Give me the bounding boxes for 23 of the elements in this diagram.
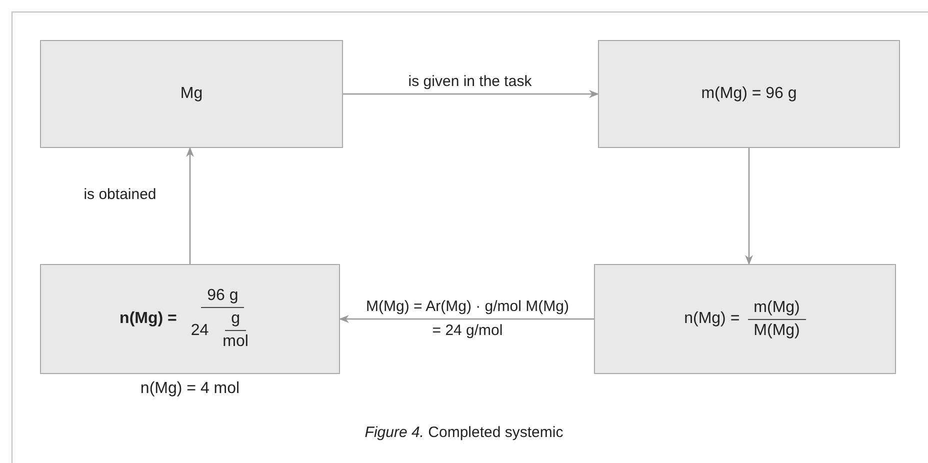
process-box xyxy=(40,264,340,374)
edge-label: M(Mg) = Ar(Mg) · g/mol M(Mg) = 24 g/mol xyxy=(365,297,570,341)
node-text: Mg xyxy=(180,85,203,103)
arrow xyxy=(343,90,599,98)
numerator-text: m(Mg) xyxy=(754,298,800,316)
denominator-text: 24 xyxy=(190,322,209,340)
denominator-text: mol xyxy=(222,333,248,351)
formula-text: n(Mg) = xyxy=(684,310,740,328)
formula-text: n(Mg) = xyxy=(120,310,177,328)
arrow xyxy=(186,147,194,264)
numerator-text: 96 g xyxy=(207,287,238,304)
process-box xyxy=(594,264,896,374)
edge-label: is given in the task xyxy=(407,72,533,92)
process-box xyxy=(598,40,900,148)
figure-caption: Figure 4. Completed systemic xyxy=(364,424,564,441)
node-caption: n(Mg) = 4 mol xyxy=(139,380,241,398)
denominator-text: M(Mg) xyxy=(754,322,800,340)
numerator-text: g xyxy=(231,310,240,327)
node-text: m(Mg) = 96 g xyxy=(701,85,797,103)
arrow xyxy=(745,148,753,265)
process-box xyxy=(40,40,343,148)
edge-label: is obtained xyxy=(82,185,158,205)
arrow xyxy=(339,315,594,323)
